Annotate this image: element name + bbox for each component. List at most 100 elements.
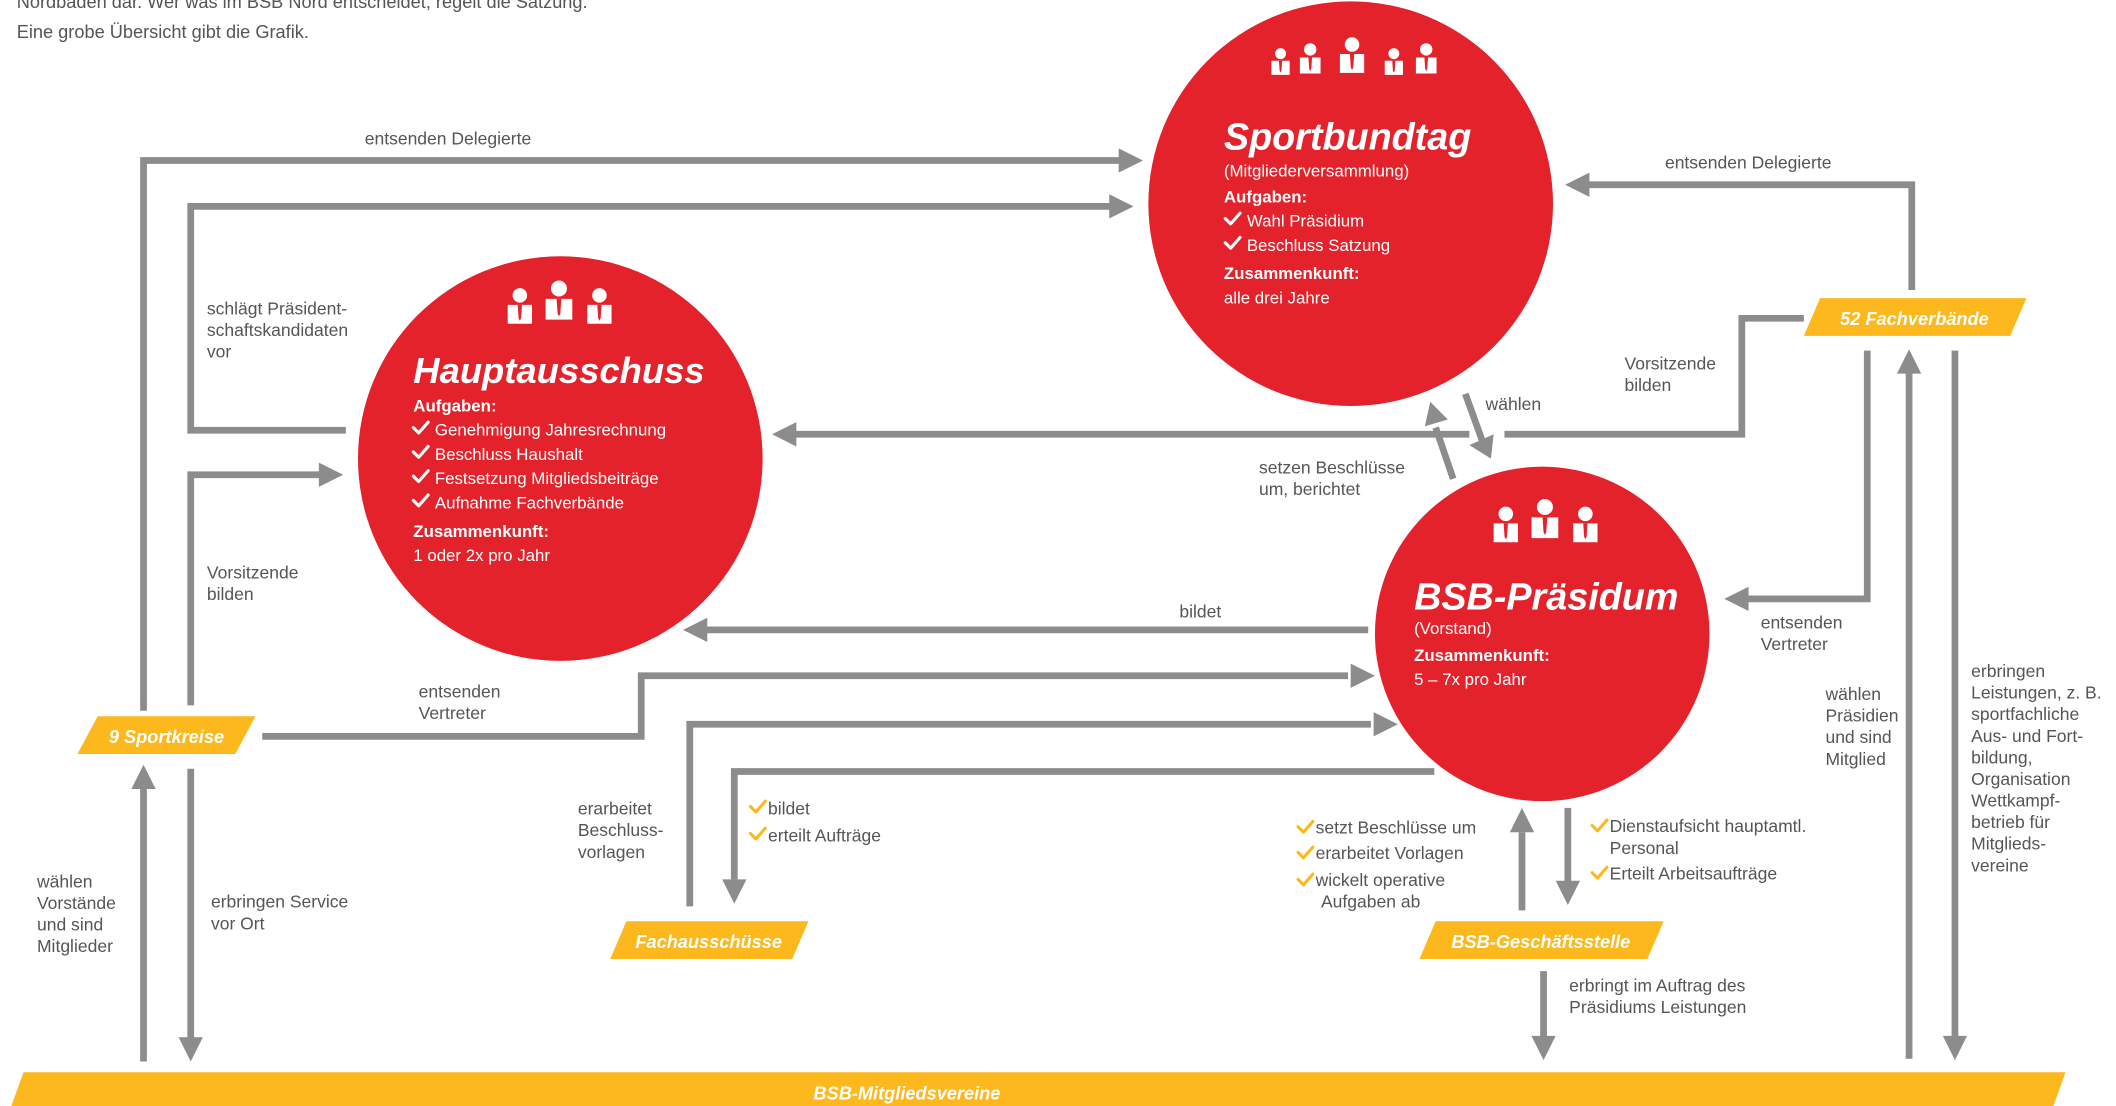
sportbundtag-meeting-heading: Zusammenkunft:: [1224, 264, 1360, 283]
check-icon: [1590, 865, 1609, 880]
label-vorsitzende-bilden: Vorsitzende bilden: [1624, 354, 1720, 396]
hauptausschuss-task: Genehmigung Jahresrechnung: [435, 421, 666, 440]
check-icon: [748, 826, 767, 841]
geschaeftsstelle-task-continued: Aufgaben ab: [1321, 892, 1420, 912]
sportkreise-to-hauptausschuss-line: [187, 471, 322, 706]
label-waehlen-vorstaende: wählen Vorstände und sind Mitglieder: [36, 871, 121, 956]
praesidium-title: BSB-Präsidum: [1414, 577, 1678, 619]
label-entsenden-delegierte: entsenden Delegierte: [365, 128, 532, 148]
connector-lines: [140, 157, 1959, 1062]
label-erbringt-im-auftrag: erbringt im Auftrag des Präsidiums Leist…: [1569, 975, 1750, 1017]
sportbundtag-subtitle: (Mitgliederversammlung): [1224, 162, 1409, 181]
geschaeftsstelle-task: erarbeitet Vorlagen: [1316, 843, 1464, 863]
arrowhead-left: [1565, 172, 1590, 197]
praesidium-meeting-value: 5 – 7x pro Jahr: [1414, 670, 1527, 689]
geschaeftsstelle-task: setzt Beschlüsse um: [1316, 818, 1477, 838]
edge-labels: entsenden Delegierte entsenden Delegiert…: [36, 128, 2106, 1017]
arrowhead-right: [1109, 194, 1134, 219]
fachausschuesse-task: bildet: [768, 799, 810, 819]
arrowhead-right: [1350, 663, 1375, 688]
geschaeftsstelle-task: wickelt operative: [1315, 870, 1445, 890]
hauptausschuss-meeting-heading: Zusammenkunft:: [413, 522, 549, 541]
arrowhead-down: [1555, 880, 1580, 906]
sportkreise-to-sportbundtag-line: [140, 157, 1125, 711]
hauptausschuss-to-sportbundtag-line: [187, 202, 1112, 434]
hauptausschuss-tasks-heading: Aufgaben:: [413, 396, 496, 415]
tag-label: 9 Sportkreise: [109, 727, 224, 747]
tag-fachausschuesse: Fachausschüsse: [610, 921, 809, 959]
arrowhead-down: [1942, 1035, 1968, 1061]
fachverbaende-vorsitzende-line: [1504, 314, 1804, 438]
praesidium-to-fachausschuesse-line: [730, 768, 1435, 880]
tag-9-sportkreise: 9 Sportkreise: [77, 716, 256, 754]
arrowhead-left: [683, 617, 708, 643]
hauptausschuss-task: Festsetzung Mitgliedsbeiträge: [435, 469, 659, 488]
praesidium-task: Dienstaufsicht hauptamtl.: [1610, 816, 1807, 836]
check-icon: [748, 799, 767, 814]
praesidium-subtitle: (Vorstand): [1414, 619, 1492, 638]
arrowhead-left: [1724, 586, 1749, 611]
label-erbringen-leistungen: erbringen Leistungen, z. B. sportfachlic…: [1971, 661, 2106, 875]
sportbundtag-title: Sportbundtag: [1224, 117, 1471, 159]
label-waehlen-praesidien: wählen Präsidien und sind Mitglied: [1824, 684, 1903, 769]
fachverbaende-to-sportbundtag-line: [1586, 181, 1916, 290]
label-entsenden-vertreter: entsenden Vertreter: [1761, 613, 1848, 655]
praesidium-content: BSB-Präsidum (Vorstand) Zusammenkunft: 5…: [1414, 577, 1678, 690]
arrowhead-up: [1424, 401, 1448, 427]
label-bildet: bildet: [1179, 602, 1221, 622]
arrowhead-left: [772, 422, 797, 447]
sportbundtag-waehlt-praesidium-line: [1462, 392, 1487, 444]
label-vorsitzende-bilden: Vorsitzende bilden: [207, 563, 303, 605]
arrowhead-right: [1118, 148, 1143, 173]
check-icon: [1590, 818, 1609, 833]
hauptausschuss-content: Hauptausschuss Aufgaben: Genehmigung Jah…: [411, 350, 705, 565]
arrowhead-right: [318, 462, 344, 487]
sportbundtag-tasks-heading: Aufgaben:: [1224, 187, 1307, 206]
intro-line-2: Eine grobe Übersicht gibt die Grafik.: [17, 22, 309, 42]
tag-geschaeftsstelle: BSB-Geschäftsstelle: [1419, 921, 1664, 959]
hauptausschuss-title: Hauptausschuss: [413, 350, 704, 391]
intro-line-1: Nordbaden dar. Wer was im BSB Nord entsc…: [17, 0, 588, 12]
tag-52-fachverbaende: 52 Fachverbände: [1803, 298, 2027, 336]
praesidium-circle: [1374, 466, 1710, 802]
tag-label: Fachausschüsse: [635, 932, 782, 952]
praesidium-task-continued: Personal: [1610, 838, 1679, 858]
sportbundtag-content: Sportbundtag (Mitgliederversammlung) Auf…: [1223, 117, 1471, 307]
tag-label: BSB-Mitgliedsvereine: [813, 1083, 1000, 1103]
fachausschuesse-task: erteilt Aufträge: [768, 826, 881, 846]
hauptausschuss-circle: [357, 256, 763, 661]
sportbundtag-meeting-value: alle drei Jahre: [1224, 288, 1330, 307]
sportbundtag-circle: [1148, 1, 1554, 406]
sportbundtag-task: Beschluss Satzung: [1247, 236, 1390, 255]
fachausschuesse-to-praesidium-line: [686, 720, 1371, 907]
arrowhead-up: [1896, 349, 1922, 374]
check-icon: [1296, 845, 1315, 860]
tag-bsb-mitgliedsvereine: BSB-Mitgliedsvereine: [11, 1072, 2066, 1106]
arrowhead-down: [1469, 434, 1494, 459]
sportbundtag-task: Wahl Präsidium: [1247, 212, 1364, 231]
hauptausschuss-meeting-value: 1 oder 2x pro Jahr: [413, 546, 550, 565]
praesidium-task: Erteilt Arbeitsaufträge: [1610, 863, 1777, 883]
arrowhead-up: [131, 764, 156, 790]
arrowhead-down: [178, 1037, 203, 1062]
arrowhead-up: [1509, 807, 1535, 833]
arrowhead-down: [1531, 1035, 1556, 1061]
hauptausschuss-task: Beschluss Haushalt: [435, 445, 583, 464]
label-erarbeitet-vorlagen: erarbeitet Beschluss- vorlagen: [578, 799, 669, 862]
arrowheads: [131, 148, 1968, 1062]
label-erbringen-service: erbringen Service vor Ort: [211, 892, 353, 934]
praesidium-berichtet-sportbundtag-line: [1432, 426, 1457, 480]
label-waehlen: wählen: [1485, 394, 1542, 414]
check-icon: [1296, 872, 1315, 887]
tag-label: BSB-Geschäftsstelle: [1451, 932, 1630, 952]
tag-label: 52 Fachverbände: [1840, 309, 1989, 329]
label-schlaegt-vor: schlägt Präsident- schaftskandidaten vor: [207, 298, 353, 361]
fachverbaende-to-praesidium-line: [1745, 350, 1871, 603]
hauptausschuss-task: Aufnahme Fachverbände: [435, 493, 624, 512]
label-entsenden-delegierte: entsenden Delegierte: [1665, 153, 1832, 173]
check-icon: [1296, 819, 1315, 834]
arrowhead-right: [1373, 712, 1398, 737]
arrowhead-down: [722, 879, 747, 904]
